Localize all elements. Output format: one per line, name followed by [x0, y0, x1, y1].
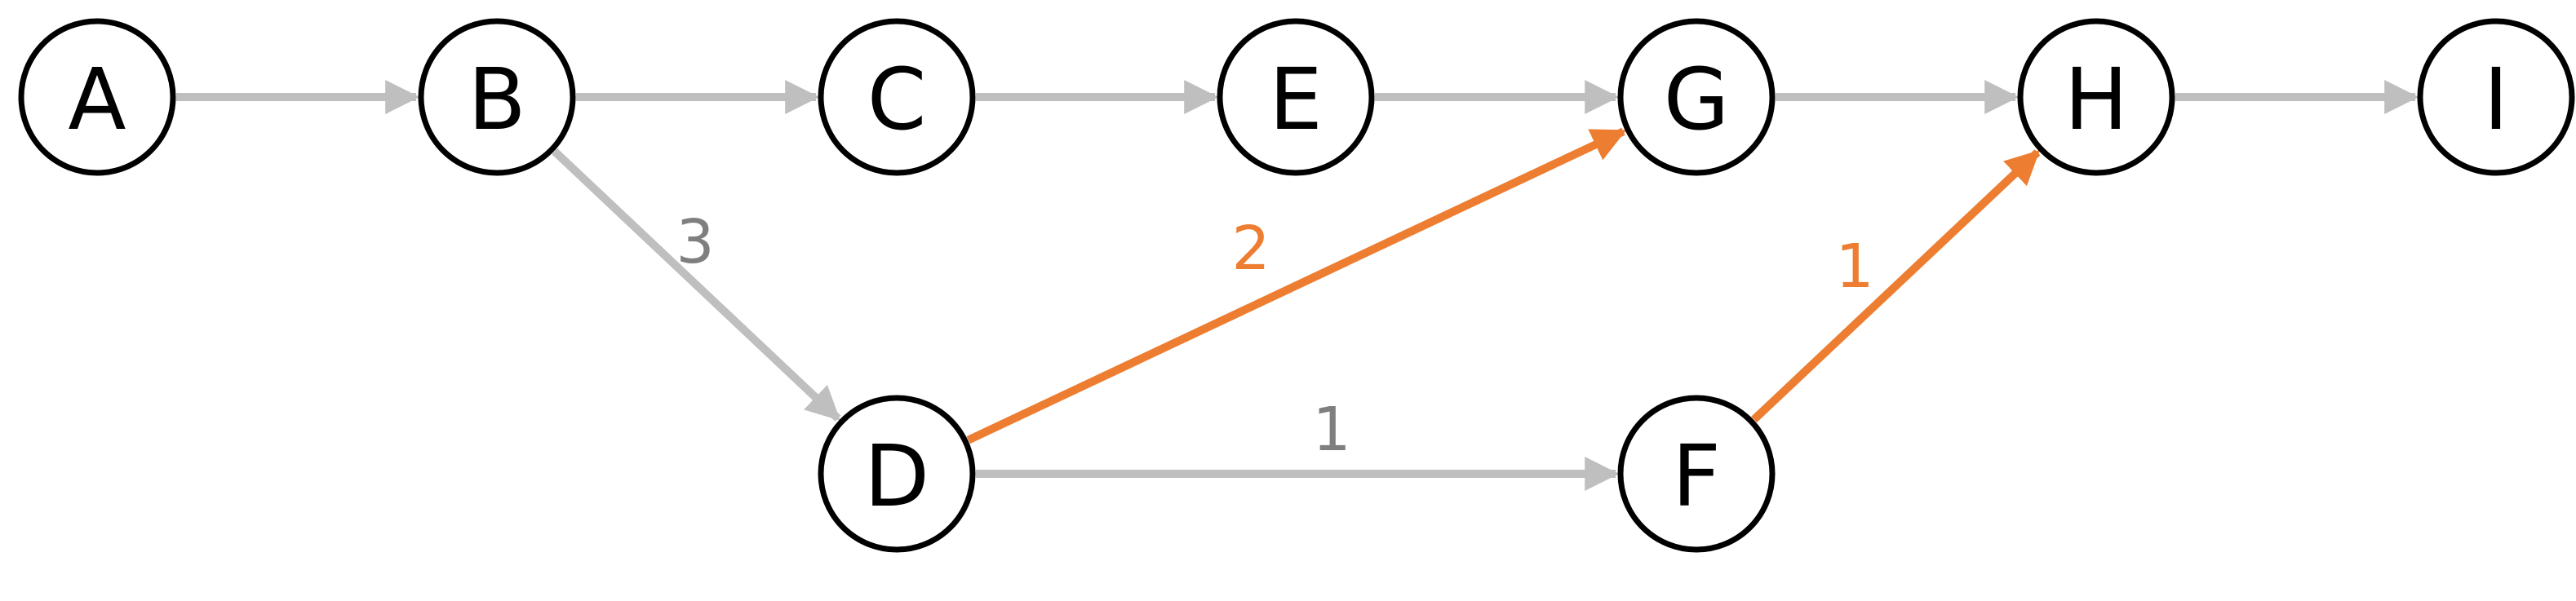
edge-label-f-h: 1: [1835, 232, 1873, 302]
node-label-b: B: [468, 50, 525, 149]
node-circle-g: [1617, 18, 1776, 176]
node-label-c: C: [867, 50, 927, 149]
node-label-e: E: [1269, 50, 1323, 149]
nodes-layer: A B C E G H I D F: [18, 18, 2575, 553]
edge-f-h: [1751, 149, 2041, 423]
edge-d-g: [966, 127, 1627, 444]
edge-labels-layer: 3 1 2 1: [676, 207, 1873, 465]
node-label-d: D: [864, 426, 929, 526]
node-d: D: [818, 395, 976, 553]
node-i: I: [2417, 18, 2575, 176]
node-label-g: G: [1664, 50, 1730, 149]
node-label-i: I: [2484, 50, 2509, 149]
node-label-a: A: [68, 50, 126, 149]
node-label-f: F: [1672, 426, 1721, 526]
edge-label-d-g: 2: [1231, 214, 1270, 284]
edge-label-b-d: 3: [676, 207, 714, 277]
node-a: A: [18, 18, 176, 176]
node-g: G: [1617, 18, 1776, 176]
node-circle-b: [418, 18, 576, 176]
node-circle-a: [18, 18, 176, 176]
node-circle-e: [1217, 18, 1375, 176]
node-circle-f: [1617, 395, 1776, 553]
edge-b-d: [552, 148, 841, 422]
node-circle-c: [818, 18, 976, 176]
node-c: C: [818, 18, 976, 176]
node-h: H: [2017, 18, 2175, 176]
node-e: E: [1217, 18, 1375, 176]
node-label-h: H: [2064, 50, 2128, 149]
node-circle-h: [2017, 18, 2175, 176]
node-circle-i: [2417, 18, 2575, 176]
edges-layer: [176, 80, 2419, 491]
node-f: F: [1617, 395, 1776, 553]
node-b: B: [418, 18, 576, 176]
node-circle-d: [818, 395, 976, 553]
edge-label-d-f: 1: [1312, 395, 1350, 465]
